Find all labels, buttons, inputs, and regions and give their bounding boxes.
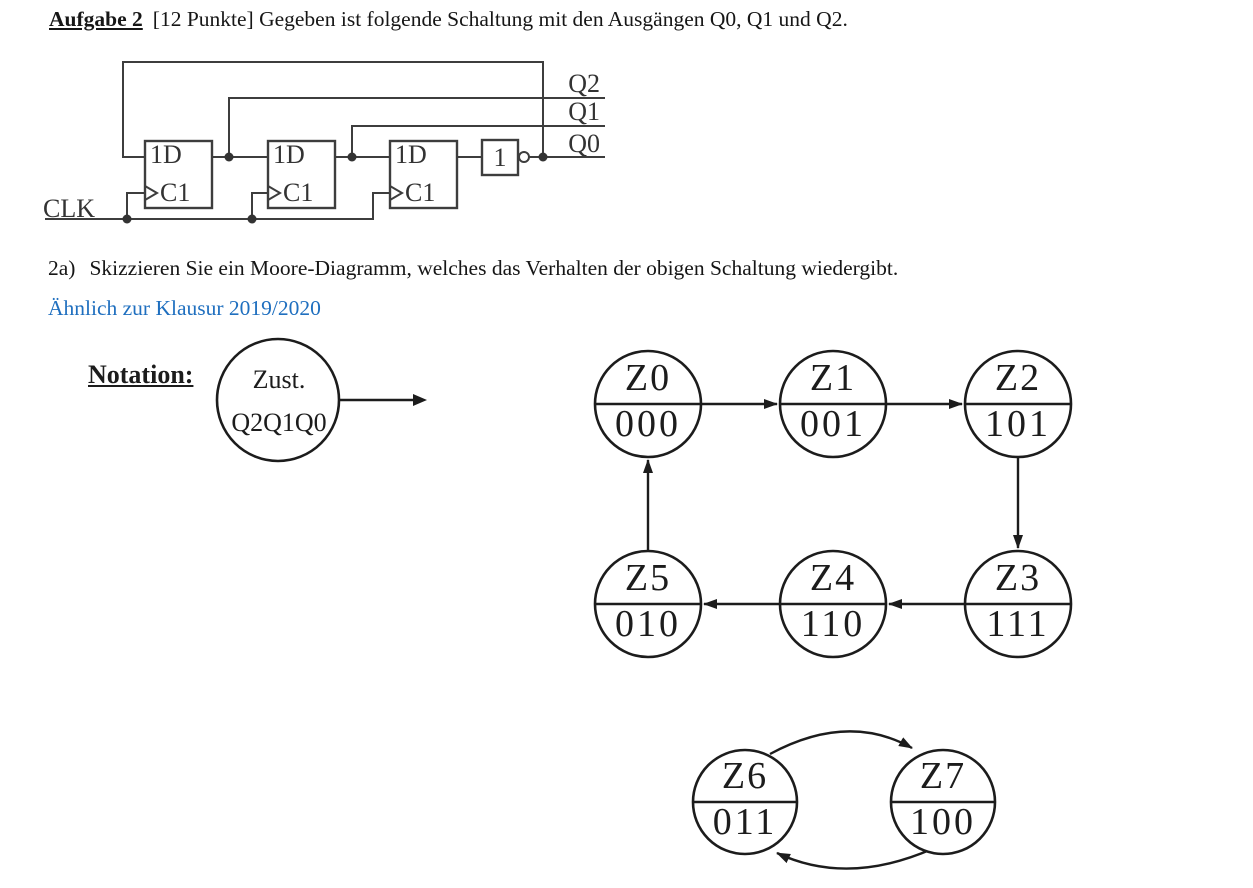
state-name: Z3: [995, 557, 1041, 599]
inverter-bubble-icon: [518, 151, 530, 163]
state-code: 110: [801, 603, 866, 645]
state-node-z6: Z6 011: [691, 748, 799, 856]
circuit-diagram: 1D C1 1D C1 1D C1 1 Q2 Q1 Q0 CLK: [43, 61, 605, 224]
notation-output-label: Q2Q1Q0: [231, 408, 326, 437]
state-node-z2: Z2 101: [963, 349, 1073, 459]
flipflop-clock-label: C1: [405, 178, 435, 207]
state-name: Z6: [722, 755, 768, 797]
state-node-z3: Z3 111: [963, 549, 1073, 659]
clk-wire: [45, 192, 390, 220]
question-text: Skizzieren Sie ein Moore-Diagramm, welch…: [89, 256, 899, 280]
flipflop-box: [143, 139, 214, 210]
notation-state-label: Zust.: [253, 365, 306, 394]
junction-dot: [224, 152, 234, 162]
question-line: 2a) Skizzieren Sie ein Moore-Diagramm, we…: [48, 256, 898, 281]
junction-dot: [122, 214, 132, 224]
moore-diagram: Z0 000 Z1 001 Z2 101 Z5 010 Z4 110: [593, 349, 1073, 870]
junction-dot: [347, 152, 357, 162]
junction-dot: [538, 152, 548, 162]
transition-arc-z7-z6: [776, 847, 933, 870]
feedback-wire: [122, 61, 544, 158]
output-label-q1: Q1: [568, 97, 600, 126]
state-node-z0: Z0 000: [593, 349, 703, 459]
state-code: 101: [985, 403, 1051, 445]
junction-dot: [247, 214, 257, 224]
inverter-box: [480, 138, 520, 177]
notation-arrowhead-icon: [413, 394, 427, 406]
state-node-z4: Z4 110: [778, 549, 888, 659]
question-number: 2a): [48, 256, 76, 280]
flipflop-box: [388, 139, 459, 210]
transitions: [643, 399, 1023, 870]
notation-label: Notation:: [88, 360, 194, 389]
clock-edge-icon: [267, 185, 282, 201]
flipflop-box: [266, 139, 337, 210]
title-line: Aufgabe 2 [12 Punkte] Gegeben ist folgend…: [49, 7, 848, 32]
state-name: Z5: [625, 557, 671, 599]
state-code: 000: [615, 403, 681, 445]
output-label-q0: Q0: [568, 129, 600, 158]
state-node-z7: Z7 100: [889, 748, 997, 856]
q2-wire: [228, 97, 605, 157]
q1-wire: [351, 125, 605, 157]
state-code: 111: [986, 603, 1049, 645]
state-node-z5: Z5 010: [593, 549, 703, 659]
transition-arc-z6-z7: [769, 730, 913, 756]
notation-diagram: Zust. Q2Q1Q0: [215, 337, 427, 463]
task-title-label: Aufgabe 2: [49, 7, 143, 31]
state-code: 100: [910, 801, 976, 843]
state-name: Z2: [995, 357, 1041, 399]
clock-edge-icon: [144, 185, 159, 201]
state-name: Z4: [810, 557, 856, 599]
state-name: Z1: [810, 357, 856, 399]
flipflop-data-label: 1D: [395, 140, 427, 169]
state-name: Z0: [625, 357, 671, 399]
state-code: 010: [615, 603, 681, 645]
exam-note: Ähnlich zur Klausur 2019/2020: [48, 296, 321, 320]
task-intro-text: [12 Punkte] Gegeben ist folgende Schaltu…: [152, 7, 848, 31]
state-code: 011: [713, 801, 778, 843]
output-label-q2: Q2: [568, 69, 600, 98]
flipflop-data-label: 1D: [150, 140, 182, 169]
flipflop-clock-label: C1: [283, 178, 313, 207]
notation-circle: [215, 337, 341, 463]
clk-label: CLK: [43, 194, 95, 223]
flipflop-3: 1D C1: [388, 139, 459, 210]
state-node-z1: Z1 001: [778, 349, 888, 459]
flipflop-data-label: 1D: [273, 140, 305, 169]
inverter-label: 1: [494, 143, 507, 172]
state-code: 001: [800, 403, 866, 445]
inverter: 1: [480, 138, 530, 177]
state-name: Z7: [920, 755, 966, 797]
flipflop-clock-label: C1: [160, 178, 190, 207]
flipflop-2: 1D C1: [266, 139, 337, 210]
clock-edge-icon: [389, 185, 404, 201]
flipflop-1: 1D C1: [143, 139, 214, 210]
